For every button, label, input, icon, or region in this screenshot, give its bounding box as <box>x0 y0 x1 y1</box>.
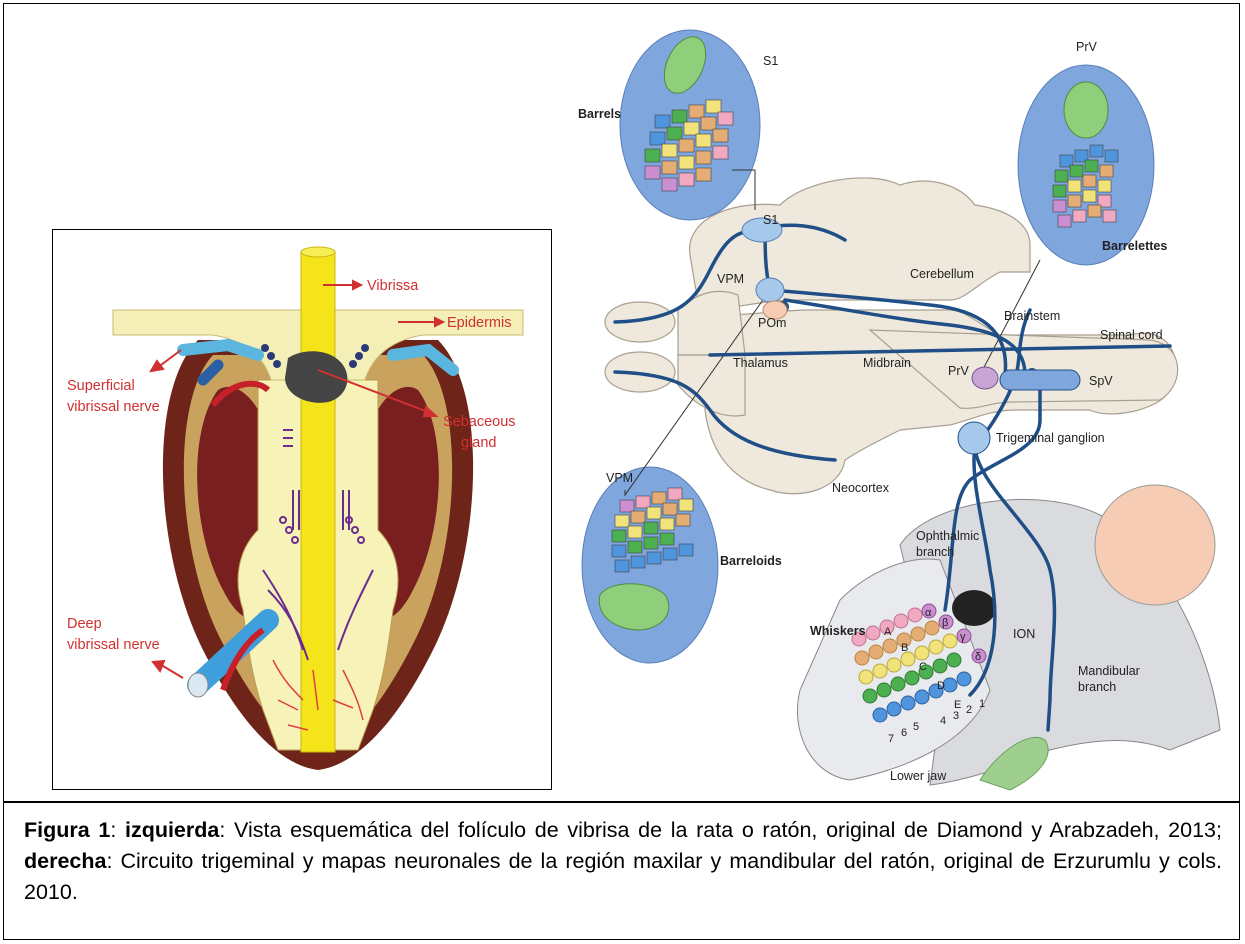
whisker-col-6: 6 <box>901 727 907 739</box>
vibrissa-shaft <box>301 252 335 752</box>
whisker-col-4: 4 <box>940 715 946 727</box>
sebaceous-label-1: Sebaceous <box>443 414 516 430</box>
brainstem-label: Brainstem <box>1004 309 1060 323</box>
neocortex-label: Neocortex <box>832 481 890 495</box>
whisker-row-b: B <box>901 642 908 654</box>
trigeminal-ganglion-shape <box>958 422 990 454</box>
vpm-nucleus <box>756 278 784 302</box>
caption-right-text: : Circuito trigeminal y mapas neuronales… <box>24 849 1222 904</box>
caption-sep: : <box>110 818 125 842</box>
whisker-row-a: A <box>884 626 892 638</box>
whisker-col-1: 1 <box>979 698 985 710</box>
barrels-inset <box>620 30 760 220</box>
superficial-nerve-label-2: vibrissal nerve <box>67 399 160 415</box>
sebaceous-label-2: gland <box>461 435 496 451</box>
s1-inset-label: S1 <box>763 54 778 68</box>
caption-left-word: izquierda <box>125 818 219 842</box>
whisker-alpha: α <box>925 607 932 619</box>
vpm-inset-label: VPM <box>606 471 633 485</box>
caption-divider <box>3 801 1240 803</box>
mandibular-label-1: Mandibular <box>1078 664 1140 678</box>
lower-jaw-label: Lower jaw <box>890 769 947 783</box>
ophthalmic-label-2: branch <box>916 545 954 559</box>
whisker-row-d: D <box>937 680 945 692</box>
spinal-cord-label: Spinal cord <box>1100 328 1163 342</box>
barreloids-inset <box>582 467 718 663</box>
whisker-col-7: 7 <box>888 733 894 745</box>
whiskers-label: Whiskers <box>810 624 866 638</box>
epidermis-label: Epidermis <box>447 315 511 331</box>
prv-inset-label: PrV <box>1076 40 1098 54</box>
trigeminal-diagram: A B C D E α β γ δ 1 2 3 4 5 6 7 <box>570 10 1230 795</box>
pom-label: POm <box>758 316 786 330</box>
whisker-row-c: C <box>919 661 927 673</box>
deep-nerve-label-2: vibrissal nerve <box>67 637 160 653</box>
deep-nerve-cut <box>188 673 208 697</box>
vibrissa-label: Vibrissa <box>367 278 419 294</box>
ear <box>1095 485 1215 605</box>
barrels-label: Barrels <box>578 107 621 121</box>
whisker-col-3: 3 <box>953 710 959 722</box>
whisker-col-2: 2 <box>966 704 972 716</box>
spv-nucleus <box>1000 370 1080 390</box>
midbrain-label: Midbrain <box>863 356 911 370</box>
whisker-delta: δ <box>975 651 981 663</box>
superficial-nerve-label-1: Superficial <box>67 378 135 394</box>
ion-label: ION <box>1013 627 1035 641</box>
barreloids-label: Barreloids <box>720 554 782 568</box>
follicle-panel: Vibrissa Epidermis Superficial vibrissal… <box>52 229 552 790</box>
prv-nucleus <box>972 367 998 389</box>
follicle-diagram: Vibrissa Epidermis Superficial vibrissal… <box>53 230 550 788</box>
whisker-beta: β <box>942 617 948 629</box>
prv-label: PrV <box>948 364 970 378</box>
vibrissa-top <box>301 247 335 257</box>
barrelettes-label: Barrelettes <box>1102 239 1167 253</box>
whisker-gamma: γ <box>960 631 966 643</box>
cerebellum-label: Cerebellum <box>910 267 974 281</box>
trigeminal-ganglion-label: Trigeminal ganglion <box>996 431 1105 445</box>
mandibular-label-2: branch <box>1078 680 1116 694</box>
caption-figure-label: Figura 1 <box>24 818 110 842</box>
thalamus-label: Thalamus <box>733 356 788 370</box>
whisker-col-5: 5 <box>913 721 919 733</box>
deep-nerve-label-1: Deep <box>67 616 102 632</box>
s1-label: S1 <box>763 213 778 227</box>
caption-right-word: derecha <box>24 849 106 873</box>
vpm-label: VPM <box>717 272 744 286</box>
eye <box>952 590 996 626</box>
ophthalmic-label-1: Ophthalmic <box>916 529 979 543</box>
spv-label: SpV <box>1089 374 1113 388</box>
figure-caption: Figura 1: izquierda: Vista esquemática d… <box>24 815 1222 908</box>
barrelettes-inset <box>1018 65 1154 265</box>
caption-left-text: : Vista esquemática del folículo de vibr… <box>219 818 1222 842</box>
